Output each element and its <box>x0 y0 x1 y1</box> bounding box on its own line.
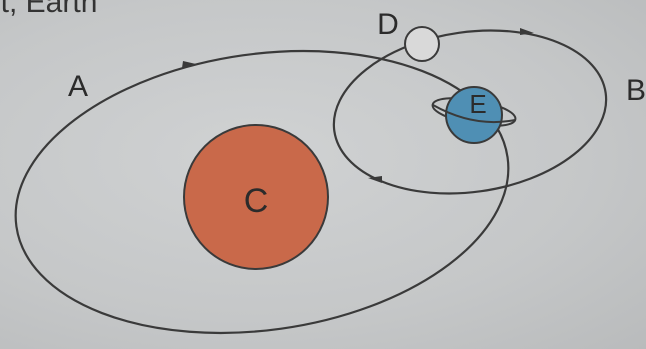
orbit-b-arrow-top <box>520 28 534 35</box>
body-d <box>404 26 440 62</box>
body-c <box>183 124 329 270</box>
label-d: D <box>377 8 399 41</box>
label-c: C <box>244 182 269 220</box>
orbit-b-arrow-bottom <box>368 176 382 183</box>
label-e: E <box>469 89 486 119</box>
orbit-a <box>14 49 510 335</box>
body-e <box>445 86 503 144</box>
body-e-ring-front <box>432 104 516 124</box>
orbit-b <box>332 29 608 195</box>
orbit-a-arrow <box>182 61 196 68</box>
label-a: A <box>68 70 88 103</box>
label-b: B <box>626 74 646 107</box>
header-text-fragment: it, Earth <box>0 0 97 19</box>
